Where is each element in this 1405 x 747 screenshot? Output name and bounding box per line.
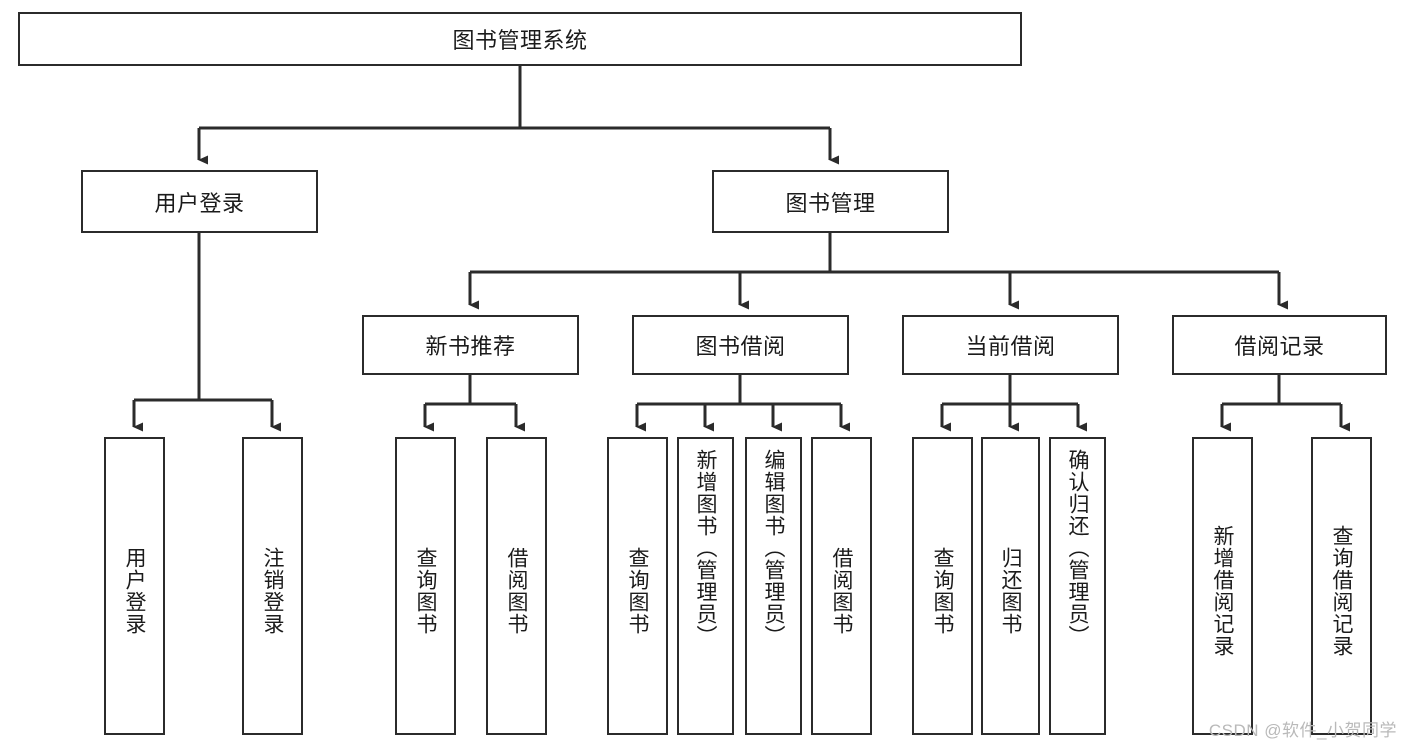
- node-leaf-query-book-recommend[interactable]: 查询图书: [395, 437, 456, 735]
- node-leaf-add-borrow-record[interactable]: 新增借阅记录: [1192, 437, 1253, 735]
- node-leaf-user-login-label: 用户登录: [123, 547, 146, 635]
- node-leaf-query-borrow-record[interactable]: 查询借阅记录: [1311, 437, 1372, 735]
- node-current-borrow[interactable]: 当前借阅: [902, 315, 1119, 375]
- node-leaf-confirm-return-admin-label: 确认归还（管理员）: [1066, 449, 1089, 647]
- node-new-book-recommend[interactable]: 新书推荐: [362, 315, 579, 375]
- node-leaf-query-book-current-label: 查询图书: [931, 547, 954, 635]
- node-leaf-logout[interactable]: 注销登录: [242, 437, 303, 735]
- node-leaf-add-borrow-record-label: 新增借阅记录: [1211, 525, 1234, 657]
- node-borrow-record-label: 借阅记录: [1234, 334, 1325, 359]
- node-leaf-logout-label: 注销登录: [261, 547, 284, 635]
- node-leaf-user-login[interactable]: 用户登录: [104, 437, 165, 735]
- node-root-system-label: 图书管理系统: [452, 28, 588, 53]
- node-user-login[interactable]: 用户登录: [81, 170, 318, 233]
- node-root-system[interactable]: 图书管理系统: [18, 12, 1022, 66]
- node-current-borrow-label: 当前借阅: [965, 334, 1056, 359]
- node-leaf-return-book[interactable]: 归还图书: [981, 437, 1040, 735]
- node-book-borrow[interactable]: 图书借阅: [632, 315, 849, 375]
- node-book-borrow-label: 图书借阅: [695, 334, 786, 359]
- node-book-manage-label: 图书管理: [785, 190, 876, 216]
- node-leaf-borrow-book-recommend[interactable]: 借阅图书: [486, 437, 547, 735]
- node-leaf-return-book-label: 归还图书: [999, 547, 1022, 635]
- node-leaf-borrow-book-recommend-label: 借阅图书: [505, 547, 528, 635]
- node-book-manage[interactable]: 图书管理: [712, 170, 949, 233]
- node-leaf-query-book-borrow-label: 查询图书: [626, 547, 649, 635]
- node-leaf-borrow-book[interactable]: 借阅图书: [811, 437, 872, 735]
- node-leaf-add-book-admin-label: 新增图书（管理员）: [694, 449, 717, 647]
- node-leaf-query-borrow-record-label: 查询借阅记录: [1330, 525, 1353, 657]
- node-borrow-record[interactable]: 借阅记录: [1172, 315, 1387, 375]
- node-leaf-add-book-admin[interactable]: 新增图书（管理员）: [677, 437, 734, 735]
- node-leaf-edit-book-admin[interactable]: 编辑图书（管理员）: [745, 437, 802, 735]
- node-leaf-edit-book-admin-label: 编辑图书（管理员）: [762, 449, 785, 647]
- node-leaf-confirm-return-admin[interactable]: 确认归还（管理员）: [1049, 437, 1106, 735]
- node-leaf-borrow-book-label: 借阅图书: [830, 547, 853, 635]
- csdn-watermark: CSDN @软件_小贺同学: [1208, 721, 1397, 740]
- node-new-book-recommend-label: 新书推荐: [425, 334, 516, 359]
- node-leaf-query-book-current[interactable]: 查询图书: [912, 437, 973, 735]
- node-user-login-label: 用户登录: [154, 190, 245, 216]
- node-leaf-query-book-recommend-label: 查询图书: [414, 547, 437, 635]
- node-leaf-query-book-borrow[interactable]: 查询图书: [607, 437, 668, 735]
